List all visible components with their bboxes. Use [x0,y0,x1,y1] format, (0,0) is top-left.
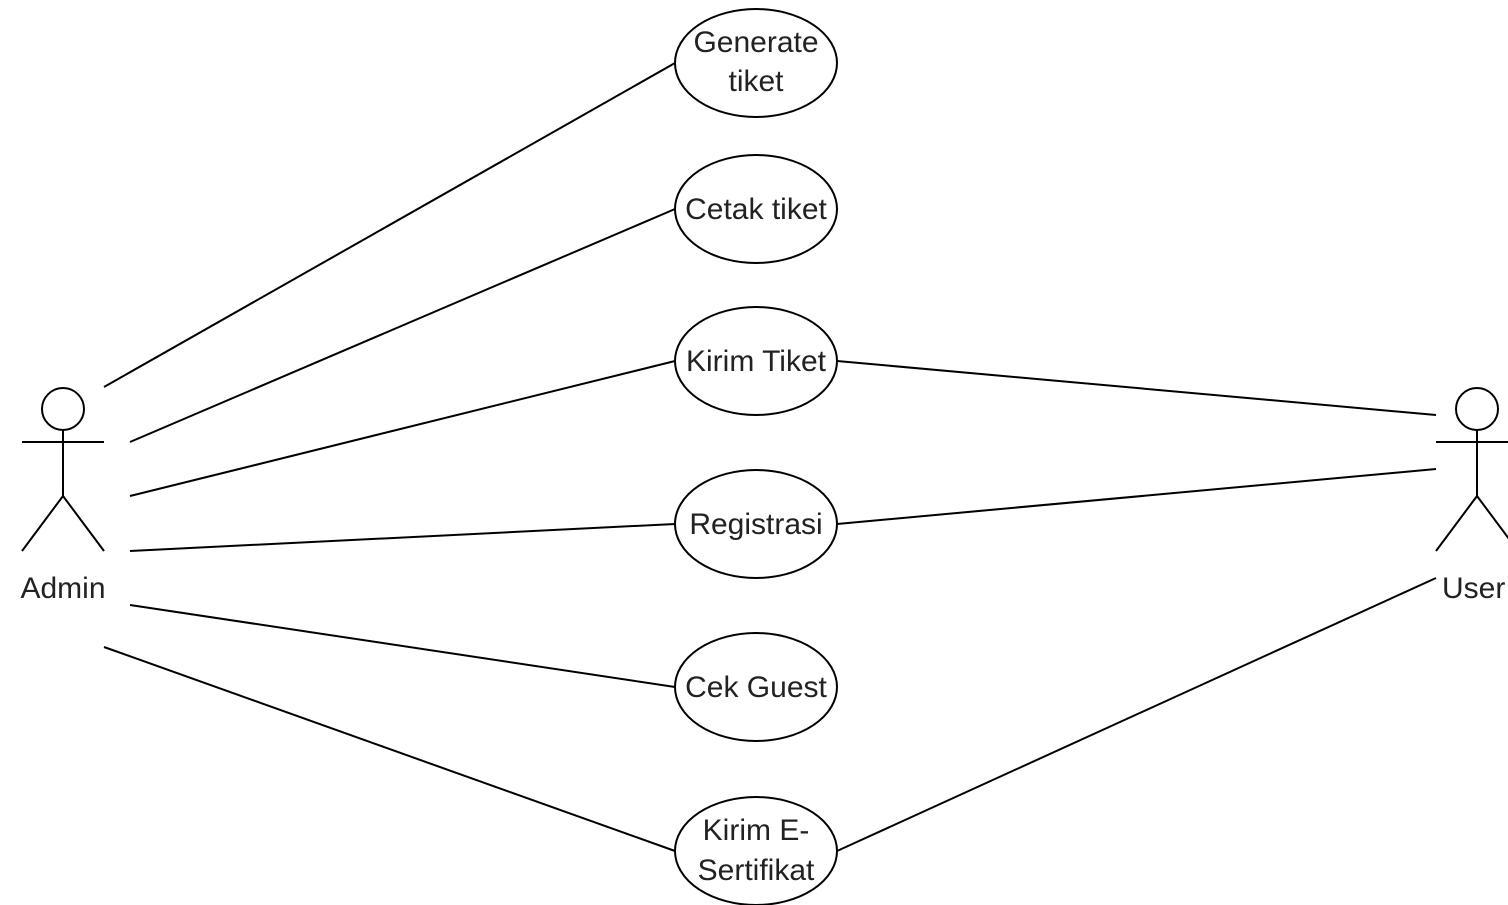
use-case-label-line: Generate [693,26,818,59]
association-user-registrasi [836,468,1437,525]
use-case-label-line: Registrasi [689,508,822,541]
actor-user-label: User [1442,572,1505,605]
use-case-registrasi[interactable]: Registrasi [674,469,838,579]
association-admin-generate-tiket [103,62,676,388]
actor-admin[interactable]: Admin [20,387,106,605]
association-user-kirim-e-sertifikat [836,577,1437,852]
association-admin-cetak-tiket [129,208,676,443]
use-case-label-line: Cetak tiket [685,193,827,226]
association-lines [103,62,1437,852]
association-user-kirim-tiket [836,360,1437,416]
use-case-cetak-tiket[interactable]: Cetak tiket [674,154,838,264]
use-case-label-line: Sertifikat [698,854,815,887]
use-case-kirim-tiket[interactable]: Kirim Tiket [674,306,838,416]
stick-figure-icon [1435,387,1508,552]
use-case-label-line: Kirim Tiket [686,345,827,378]
actor-admin-label: Admin [20,572,105,605]
use-case-generate-tiket[interactable]: Generate tiket [674,8,838,118]
use-case-label-line: Kirim E- [703,814,810,847]
use-case-label-line: Cek Guest [685,671,827,704]
stick-figure-icon [21,387,105,552]
use-case-label-line: tiket [728,65,784,98]
use-case-kirim-e-sertifikat[interactable]: Kirim E- Sertifikat [674,796,838,905]
association-admin-registrasi [129,523,676,552]
use-case-cek-guest[interactable]: Cek Guest [674,632,838,742]
association-admin-kirim-e-sertifikat [103,646,676,852]
association-admin-kirim-tiket [129,360,676,497]
association-admin-cek-guest [129,604,676,688]
actor-user[interactable]: User [1435,387,1508,605]
